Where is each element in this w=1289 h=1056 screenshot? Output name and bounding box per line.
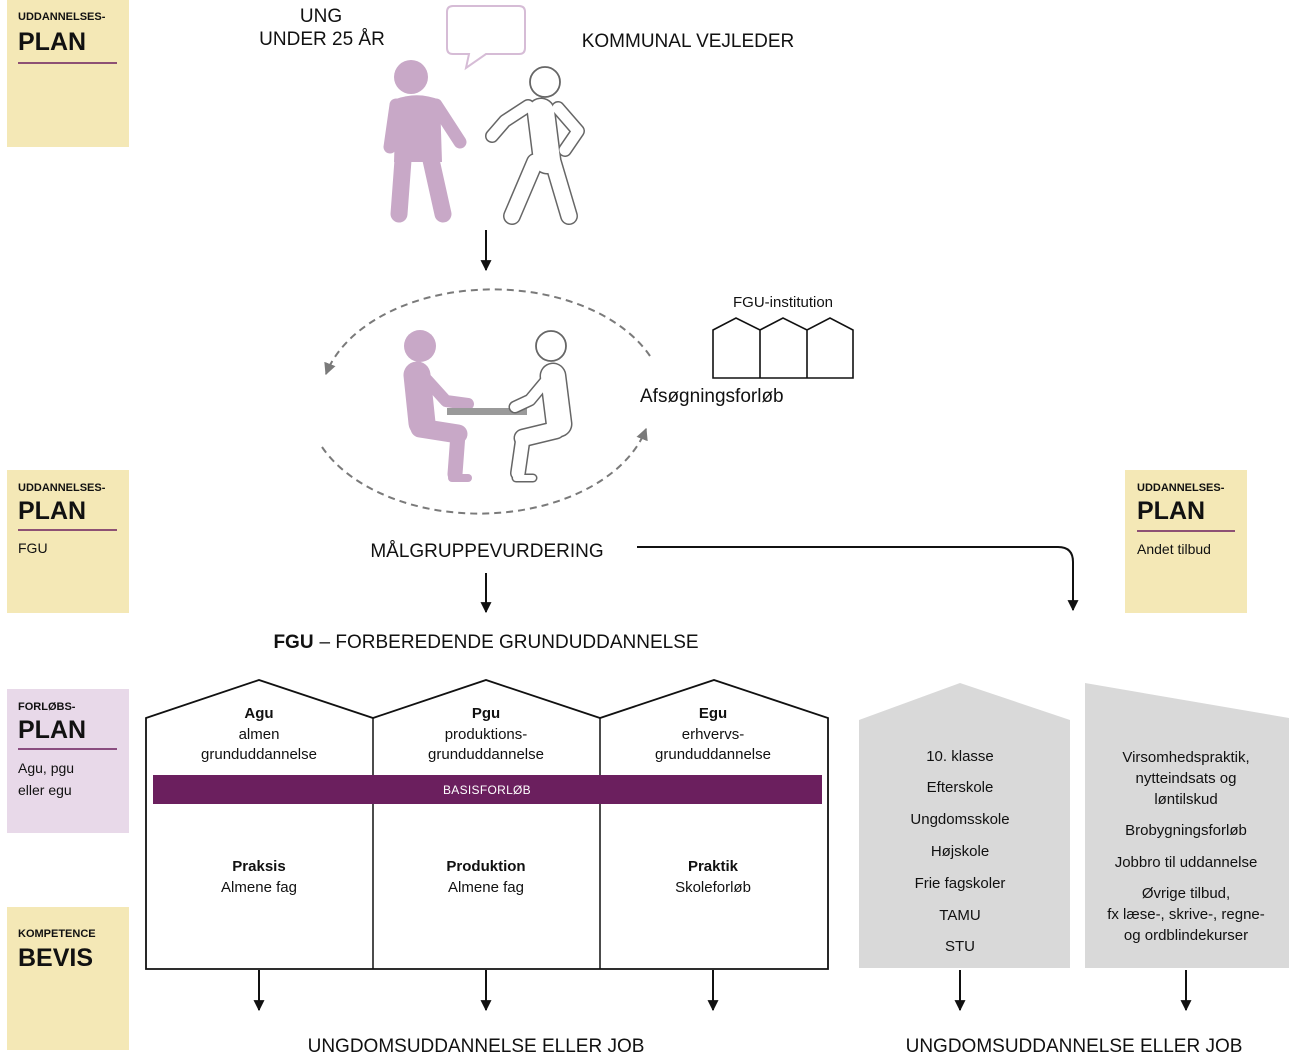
list-item: Højskole [931,843,989,860]
track-focus-sub: Almene fag [221,879,297,896]
list-item: nytteindsats og [1136,770,1237,787]
list-item: Brobygningsforløb [1125,822,1247,839]
fgu-title-acronym: FGU [273,632,313,653]
fgu-title: FGU – FORBEREDENDE GRUNDUDDANNELSE [273,632,698,653]
target-assessment-label: MÅLGRUPPEVURDERING [370,541,603,562]
list-item: Ungdomsskole [910,811,1009,828]
list-item: Jobbro til uddannelse [1115,854,1258,871]
note-text: FGU [18,540,48,556]
track-focus: Produktion [446,858,525,875]
counsellor-standing-icon [485,66,585,225]
track-code: Egu [699,705,727,722]
note-text: Andet tilbud [1137,541,1211,557]
other-measures-list: Virsomhedspraktik, nytteindsats og lønti… [1107,749,1265,944]
note-uddannelsesplan-top: UDDANNELSES- PLAN [7,0,129,147]
other-schools-shape [859,683,1070,968]
outcome-fgu: UNGDOMSUDDANNELSE ELLER JOB [308,1036,645,1056]
list-item: Efterskole [927,779,994,796]
basis-band: BASISFORLØB [153,775,822,804]
note-kicker: KOMPETENCE [18,928,96,940]
track-name-line: almen [239,726,280,743]
track-pgu: Pgu produktions- grunduddannelse Produkt… [428,705,544,896]
cycle-arrow-lower [321,427,648,515]
young-label-line1: UNG [300,6,342,27]
young-label-line2: UNDER 25 ÅR [259,29,385,50]
note-uddannelsesplan-andet: UDDANNELSES- PLAN Andet tilbud [1125,470,1247,613]
track-name-line: grunduddannelse [655,746,771,763]
cycle-arrow-upper [324,288,651,376]
speech-bubble-icon [446,5,526,71]
other-measures-shape [1085,683,1289,968]
track-focus: Praktik [688,858,739,875]
arrow-to-other-offers [637,546,1079,612]
outcome-other: UNGDOMSUDDANNELSE ELLER JOB [906,1036,1243,1056]
track-egu: Egu erhvervs- grunduddannelse Praktik Sk… [655,705,771,896]
note-kicker: UDDANNELSES- [1137,482,1225,494]
basis-label: BASISFORLØB [443,783,531,797]
track-focus: Praksis [232,858,285,875]
young-person-sitting-icon [403,330,474,482]
list-item: løntilskud [1154,791,1217,808]
note-title: PLAN [1137,497,1205,525]
list-item: fx læse-, skrive-, regne- [1107,906,1265,923]
young-person-standing-icon [383,60,467,223]
track-name-line: erhvervs- [682,726,745,743]
track-agu: Agu almen grunduddannelse Praksis Almene… [201,705,317,896]
list-item: og ordblindekurser [1124,927,1248,944]
track-name-line: grunduddannelse [201,746,317,763]
track-code: Agu [244,705,273,722]
counsellor-sitting-icon [508,330,573,483]
note-title: PLAN [18,28,86,56]
note-uddannelsesplan-fgu: UDDANNELSES- PLAN FGU [7,470,129,613]
note-kompetencebevis: KOMPETENCE BEVIS [7,907,129,1050]
fgu-institution-building-icon [712,317,854,379]
list-item: TAMU [939,907,980,924]
fgu-building [145,679,829,970]
list-item: Øvrige tilbud, [1142,885,1230,902]
list-item: Frie fagskoler [915,875,1006,892]
note-text-line: Agu, pgu [18,760,74,776]
note-text-line: eller egu [18,782,72,798]
exploration-label: Afsøgningsforløb [640,386,784,407]
counsellor-label: KOMMUNAL VEJLEDER [582,31,795,52]
note-title: PLAN [18,716,86,744]
other-schools-list: 10. klasse Efterskole Ungdomsskole Højsk… [910,748,1009,955]
list-item: 10. klasse [926,748,994,765]
note-title: PLAN [18,497,86,525]
track-code: Pgu [472,705,500,722]
track-focus-sub: Almene fag [448,879,524,896]
table-icon [447,408,527,415]
fgu-institution-label: FGU-institution [733,294,833,311]
track-focus-sub: Skoleforløb [675,879,751,896]
list-item: STU [945,938,975,955]
list-item: Virsomhedspraktik, [1122,749,1249,766]
note-forloebsplan: FORLØBS- PLAN Agu, pgu eller egu [7,689,129,833]
outcome-arrows [253,970,1192,1012]
note-kicker: FORLØBS- [18,701,76,713]
track-name-line: grunduddannelse [428,746,544,763]
note-kicker: UDDANNELSES- [18,482,106,494]
note-kicker: UDDANNELSES- [18,11,106,23]
note-title: BEVIS [18,944,93,972]
fgu-title-rest: – FORBEREDENDE GRUNDUDDANNELSE [320,632,699,653]
track-name-line: produktions- [445,726,528,743]
